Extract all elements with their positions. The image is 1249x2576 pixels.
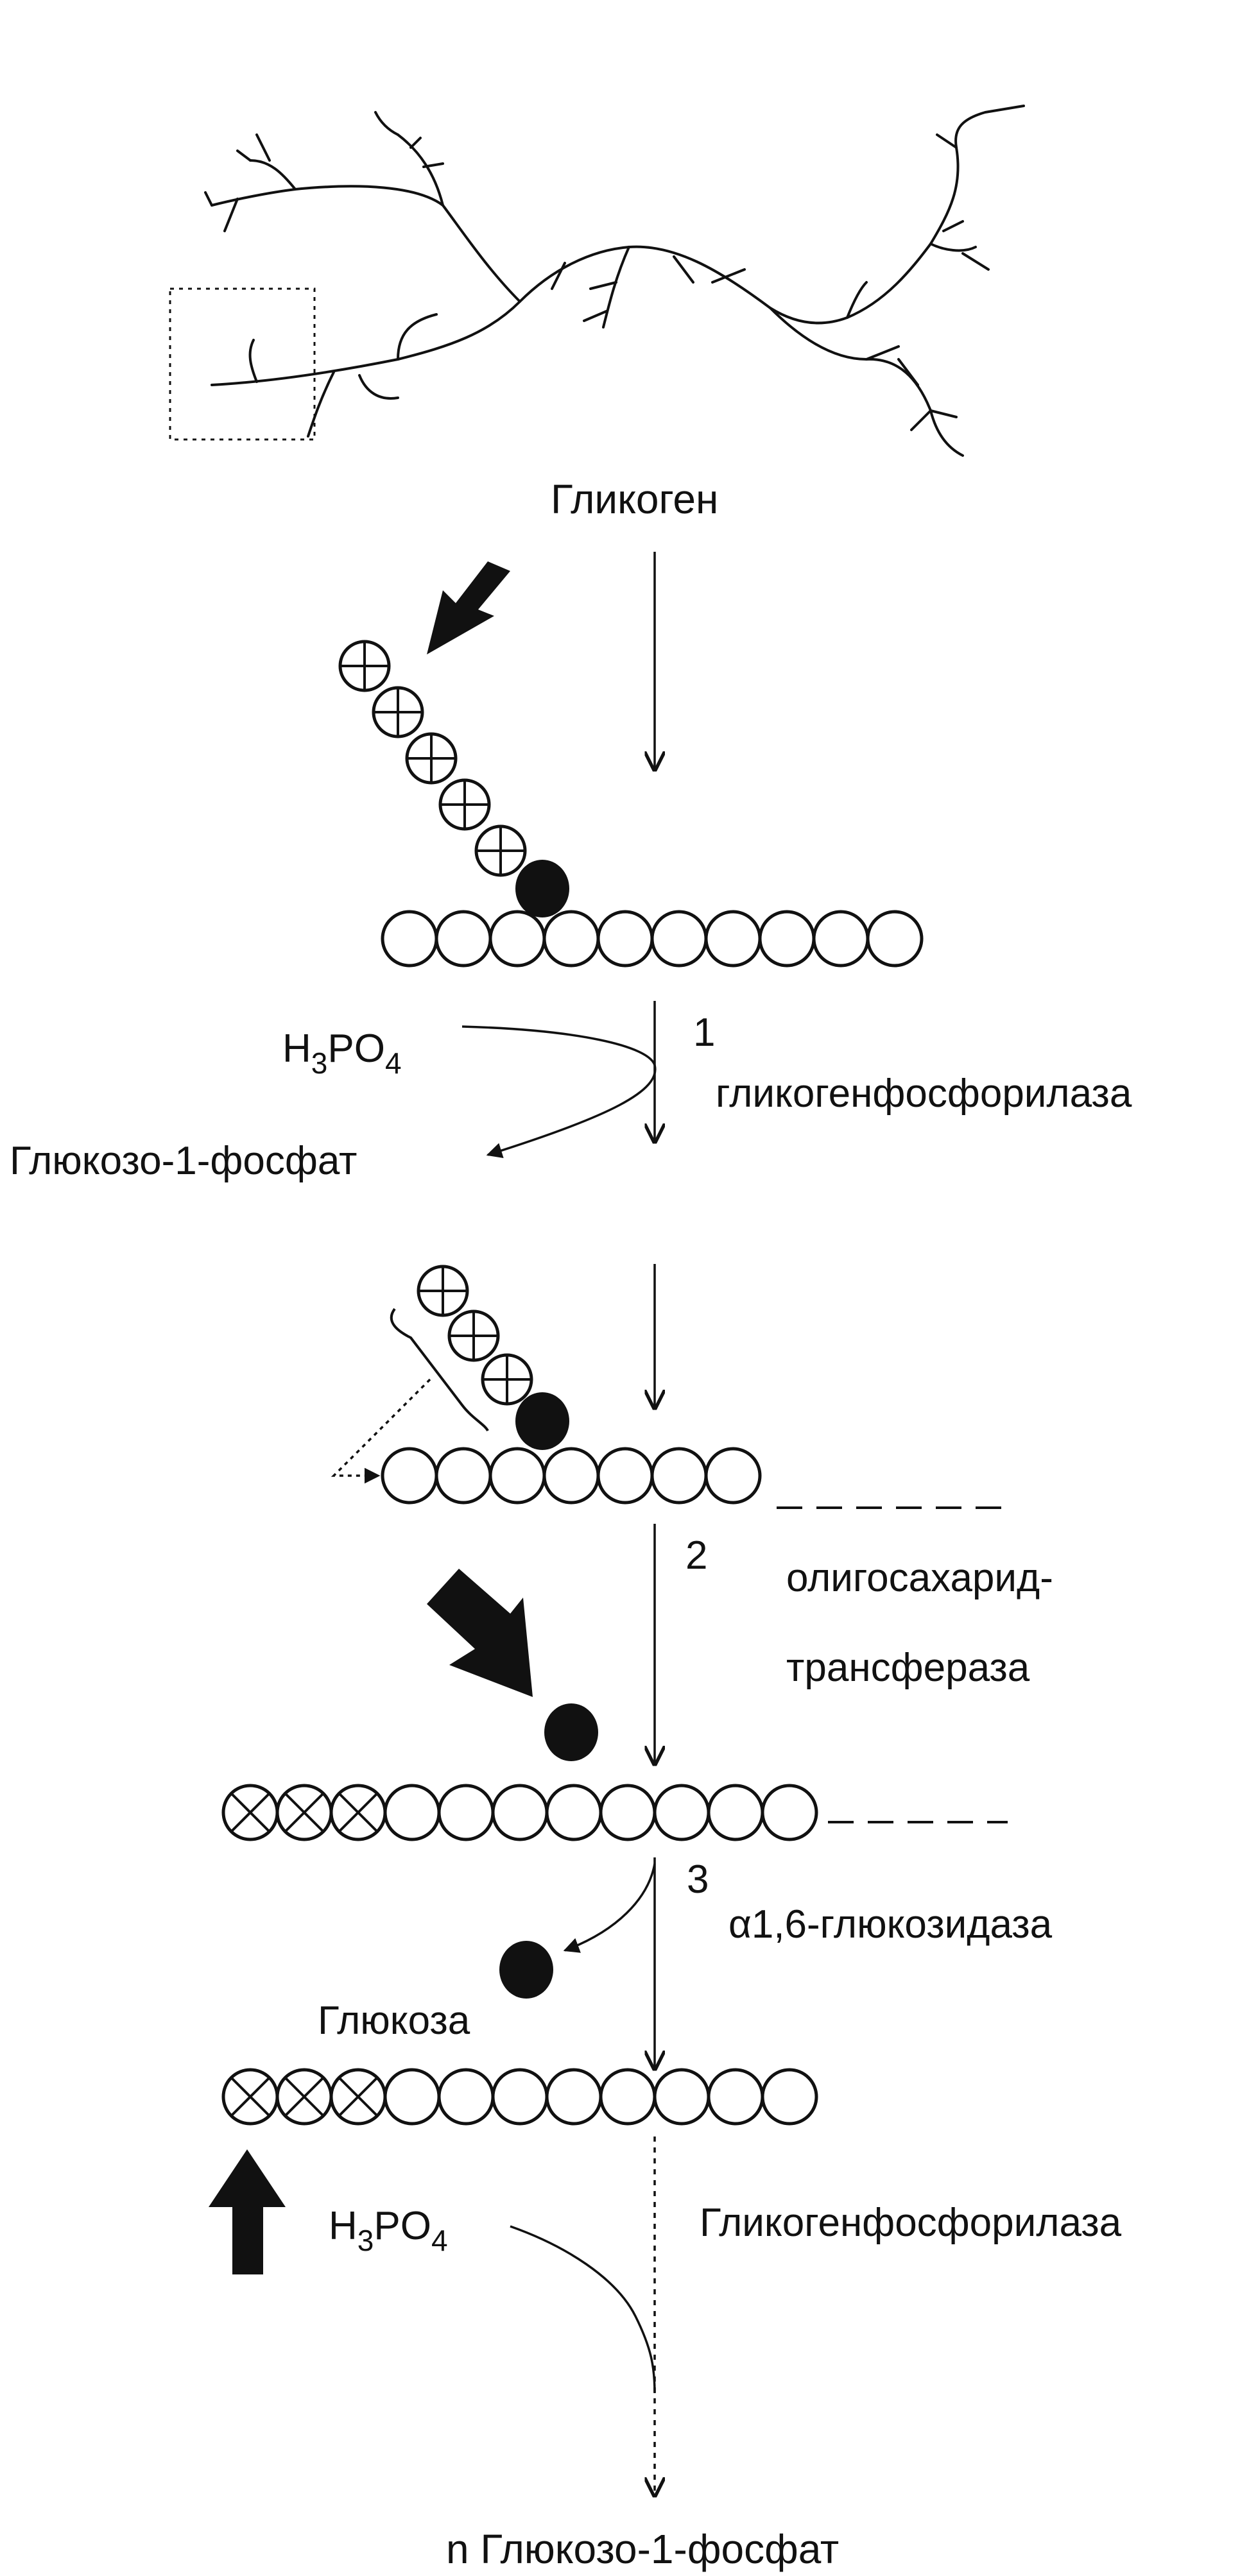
crossed-glucose-residue-icon <box>474 824 527 877</box>
crossed-glucose-residue-icon <box>221 2068 279 2126</box>
side-chain-2 <box>417 1265 569 1450</box>
main-chain-2 <box>381 1447 762 1505</box>
bold-arrow-icon <box>427 1569 533 1697</box>
side-chain-1 <box>338 640 569 917</box>
glucose-label: Глюкоза <box>318 1999 470 2043</box>
enzyme-label-1: гликогенфосфорилаза <box>716 1071 1132 1116</box>
enzyme-label-4: Гликогенфосфорилаза <box>700 2201 1122 2245</box>
main-chain-3 <box>221 1784 818 1841</box>
h3po4-label-1: H3PO4 <box>282 1027 402 1080</box>
enzyme-label-2-line2: трансфераза <box>786 1646 1030 1690</box>
transfer-bracket <box>390 1308 489 1432</box>
product-label-1: Глюкозо-1-фосфат <box>10 1139 357 1183</box>
crossed-glucose-residue-icon <box>417 1265 469 1317</box>
crossed-glucose-residue-icon <box>329 2068 387 2126</box>
phosphate-curve-2 <box>510 2225 656 2394</box>
branch-point-glucose-icon <box>515 1392 569 1450</box>
final-product-label: n Глюкозо-1-фосфат <box>446 2526 839 2572</box>
branch-point-glucose-icon <box>544 1703 598 1761</box>
glycogen-label: Гликоген <box>551 476 718 522</box>
bold-arrow-icon <box>209 2149 286 2274</box>
crossed-glucose-residue-icon <box>338 640 391 692</box>
free-glucose-icon <box>499 1941 553 1999</box>
phosphate-curve-1 <box>461 1025 657 1159</box>
branch-point-glucose-icon <box>515 860 569 917</box>
main-chain-4 <box>221 2068 818 2126</box>
crossed-glucose-residue-icon <box>275 2068 333 2126</box>
zoom-box <box>169 287 316 441</box>
crossed-glucose-residue-icon <box>372 686 424 738</box>
step-number-3: 3 <box>687 1857 709 1902</box>
crossed-glucose-residue-icon <box>447 1309 500 1362</box>
bold-arrow-icon <box>427 561 510 654</box>
step-number-1: 1 <box>693 1011 715 1055</box>
glucose-release-curve <box>563 1863 656 1953</box>
crossed-glucose-residue-icon <box>438 778 491 831</box>
crossed-glucose-residue-icon <box>405 732 458 785</box>
enzyme-label-2-line1: олигосахарид- <box>786 1556 1053 1600</box>
glycogen-tree <box>169 105 1025 457</box>
crossed-glucose-residue-icon <box>481 1353 533 1406</box>
crossed-glucose-residue-icon <box>329 1784 387 1841</box>
transfer-dotted-arrow <box>331 1378 431 1484</box>
main-chain-1 <box>381 910 924 968</box>
enzyme-label-3: α1,6-глюкозидаза <box>728 1902 1053 1947</box>
h3po4-label-2: H3PO4 <box>329 2204 448 2257</box>
crossed-glucose-residue-icon <box>275 1784 333 1841</box>
step-number-2: 2 <box>685 1533 707 1578</box>
crossed-glucose-residue-icon <box>221 1784 279 1841</box>
